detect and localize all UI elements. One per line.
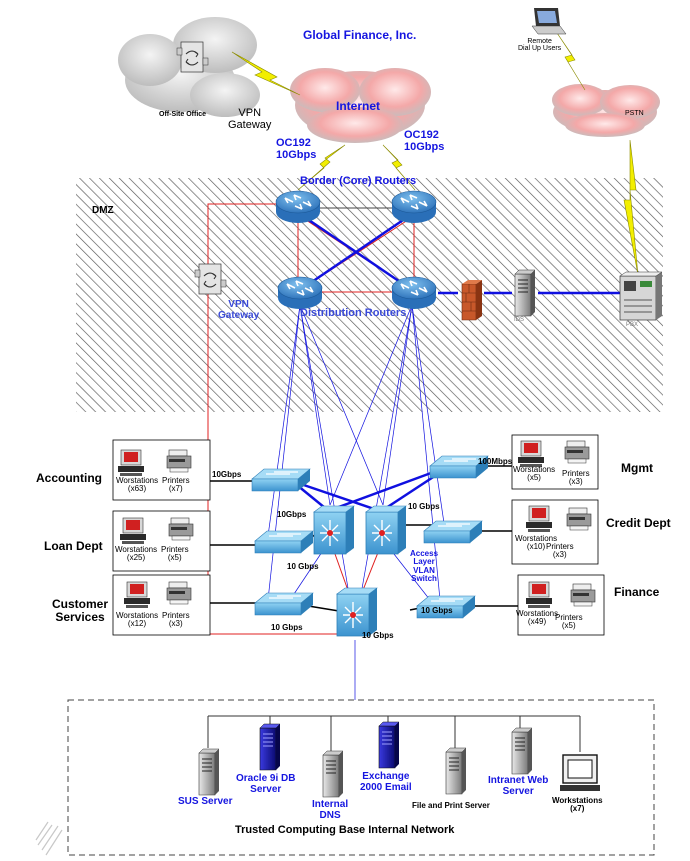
internal-network-label: Trusted Computing Base Internal Network — [235, 824, 455, 836]
distribution-router-left — [277, 276, 323, 310]
dept-loan-name: Loan Dept — [44, 539, 103, 553]
dept-finance-name: Finance — [614, 585, 660, 599]
loan-ws-caption: Worstations(x25) — [115, 545, 158, 563]
speed-core-right: 10 Gbps — [408, 502, 440, 511]
oracle-server-icon — [259, 723, 281, 771]
sus-server-label: SUS Server — [178, 796, 233, 807]
speed-customer: 10 Gbps — [271, 623, 303, 632]
diagram-title: Global Finance, Inc. — [303, 28, 417, 42]
ids-server — [514, 269, 536, 317]
fileprint-server-label: File and Print Server — [412, 801, 490, 810]
laptop-icon — [531, 8, 567, 35]
switch-accounting — [251, 468, 311, 492]
customer-ws-caption: Worstations(x12) — [116, 611, 159, 629]
internal-workstations-label: Workstations(x7) — [552, 796, 603, 814]
mgmt-pr-caption: Printers(x3) — [562, 469, 590, 487]
core-switch-bottom — [336, 587, 378, 637]
border-router-left — [275, 190, 321, 224]
internal-network-zone — [67, 699, 655, 856]
ids-label: IDS — [514, 317, 525, 323]
dept-mgmt-name: Mgmt — [621, 461, 653, 475]
core-switch-left — [313, 505, 355, 555]
internet-cloud — [290, 68, 431, 143]
credit-ws-caption: Worstations(x10) — [515, 534, 558, 552]
internal-workstation-icon — [560, 754, 600, 791]
exchange-server-icon — [378, 721, 400, 769]
dept-accounting-name: Accounting — [36, 471, 102, 485]
speed-mgmt: 100Mbps — [478, 457, 513, 466]
accounting-pr-caption: Printers(x7) — [162, 476, 190, 494]
pstn-label: PSTN — [625, 110, 644, 117]
speed-core-left: 10Gbps — [277, 510, 307, 519]
accounting-ws-caption: Worstations(x63) — [116, 476, 159, 494]
switch-loan — [254, 530, 314, 554]
switch-customer — [254, 592, 314, 616]
pbx-label: PBX — [626, 322, 639, 328]
loan-pr-caption: Printers(x5) — [161, 545, 189, 563]
distribution-routers-label: Distribution Routers — [300, 307, 407, 319]
offsite-office-label: Off-Site Office — [159, 111, 207, 118]
dmz-label: DMZ — [92, 205, 114, 216]
border-router-right — [391, 190, 437, 224]
switch-credit — [423, 520, 483, 544]
customer-pr-caption: Printers(x3) — [162, 611, 190, 629]
pbx-icon — [619, 271, 663, 321]
finance-pr-caption: Printers(x5) — [555, 613, 583, 631]
fileprint-server-icon — [445, 747, 467, 795]
watermark-mark — [35, 821, 63, 856]
sus-server-icon — [198, 748, 220, 796]
finance-ws-caption: Worstations(x49) — [516, 609, 559, 627]
mgmt-ws-caption: Worstations(x5) — [513, 465, 556, 483]
speed-finance: 10 Gbps — [421, 606, 453, 615]
speed-center-bottom: 10 Gbps — [362, 631, 394, 640]
core-switch-right — [365, 505, 407, 555]
dns-server-icon — [322, 750, 344, 798]
firewall-icon — [461, 280, 482, 321]
speed-loan: 10 Gbps — [287, 562, 319, 571]
distribution-router-right — [391, 276, 437, 310]
pstn-cloud — [552, 84, 660, 137]
border-routers-label: Border (Core) Routers — [300, 175, 417, 187]
intranet-server-icon — [511, 727, 533, 775]
dmz-zone — [76, 178, 663, 412]
internet-label: Internet — [336, 99, 381, 113]
credit-pr-caption: Printers(x3) — [546, 542, 574, 560]
speed-accounting: 10Gbps — [212, 470, 242, 479]
dept-credit-name: Credit Dept — [606, 516, 671, 530]
